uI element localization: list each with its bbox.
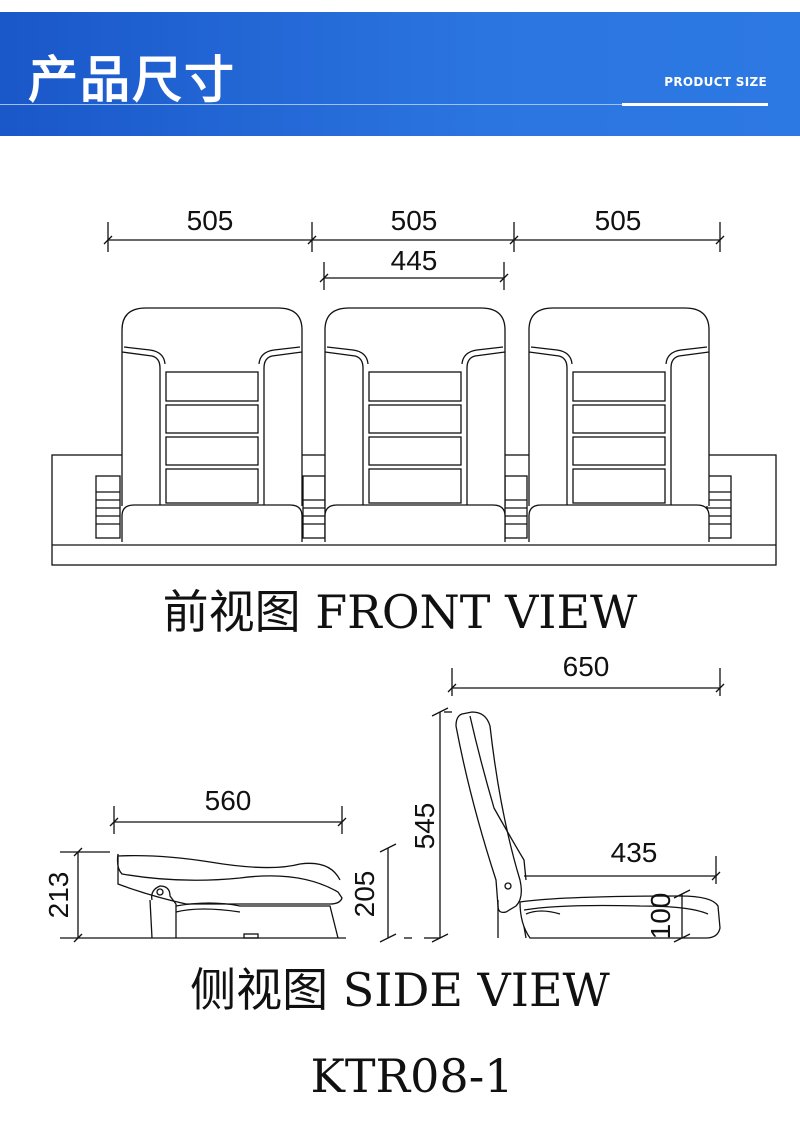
banner-divider-accent	[622, 103, 768, 106]
model-number: KTR08-1	[310, 1049, 513, 1103]
dim-text-505-c: 505	[595, 205, 642, 236]
dim-text-213: 213	[43, 872, 74, 919]
dimension-seat-pitch	[103, 222, 725, 290]
dim-text-100: 100	[645, 893, 676, 940]
front-view	[51, 222, 777, 566]
side-view-caption: 侧视图 SIDE VIEW	[190, 963, 610, 1017]
page-subtitle: PRODUCT SIZE	[664, 75, 767, 89]
front-seat-3	[528, 307, 710, 542]
page-title: 产品尺寸	[28, 51, 236, 109]
dim-text-205: 205	[349, 871, 380, 918]
side-slats	[95, 475, 732, 539]
front-seat-1	[121, 307, 303, 542]
dim-text-445: 445	[391, 245, 438, 276]
side-view-folded	[60, 806, 440, 943]
dim-text-505-b: 505	[391, 205, 438, 236]
dim-text-560: 560	[205, 785, 252, 816]
header-banner: 产品尺寸 PRODUCT SIZE	[0, 12, 800, 136]
dim-text-650: 650	[563, 651, 610, 682]
front-seat-2	[324, 307, 506, 542]
dim-text-545: 545	[409, 803, 440, 850]
banner-divider	[0, 104, 622, 105]
side-view-open	[431, 668, 725, 943]
front-view-caption: 前视图 FRONT VIEW	[163, 585, 638, 639]
dim-text-505-a: 505	[187, 205, 234, 236]
dim-text-435: 435	[611, 837, 658, 868]
